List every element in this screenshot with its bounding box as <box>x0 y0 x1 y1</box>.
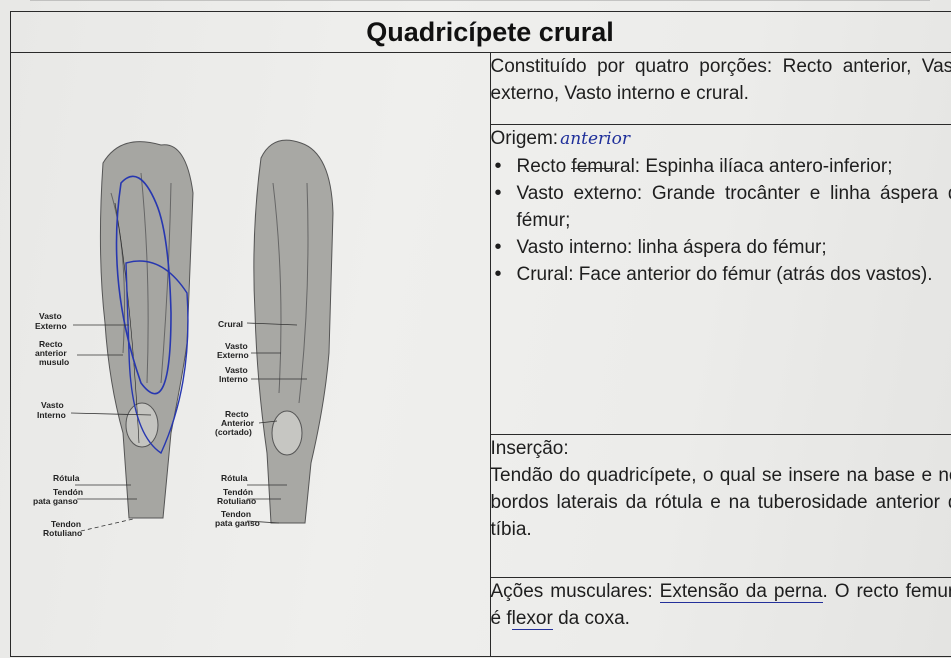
origin-list: Recto femural: Espinha ilíaca antero-inf… <box>491 153 951 288</box>
anatomy-card: Quadricípete crural <box>10 11 951 657</box>
fig-label-left-10: Tendón <box>53 487 83 497</box>
underlined-text: lexor <box>511 608 553 631</box>
fig-label-left-2: Recto <box>39 339 63 349</box>
actions-text: da coxa. <box>552 608 630 630</box>
fig-label-left-4: musulo <box>39 357 69 367</box>
fig-label-right-11: Tendon <box>221 509 251 519</box>
fig-label-right-5: Recto <box>225 409 249 419</box>
quadriceps-illustration: Vasto Externo Recto anterior musulo Vast… <box>33 139 334 538</box>
origin-item: Recto femural: Espinha ilíaca antero-inf… <box>495 153 951 180</box>
fig-label-right-12: pata ganso <box>215 518 260 528</box>
intro-cell: Constituído por quatro porções: Recto an… <box>489 51 951 126</box>
fig-label-right-2: Externo <box>217 350 249 360</box>
origin-label: Origem: <box>490 128 559 150</box>
handwritten-note: anterior <box>560 129 630 150</box>
fig-label-right-7: (cortado) <box>215 427 252 437</box>
muscle-illustration-cell: Vasto Externo Recto anterior musulo Vast… <box>10 52 491 657</box>
actions-text: . O recto femural é f <box>490 581 951 630</box>
origin-heading: Origem:anterior <box>491 125 951 153</box>
insertion-text: Tendão do quadricípete, o qual se insere… <box>490 465 951 541</box>
origin-cell: Origem:anterior Recto femural: Espinha i… <box>489 124 951 436</box>
fig-label-left-8: Interno <box>37 410 66 420</box>
origin-item: Vasto interno: linha áspera do fémur; <box>495 234 951 261</box>
fig-label-left-9: Rótula <box>53 473 80 483</box>
right-leg-drawing <box>253 139 334 524</box>
left-leg-drawing <box>99 141 194 519</box>
fig-label-left-11: pata ganso <box>33 496 78 506</box>
origin-item: Crural: Face anterior do fémur (atrás do… <box>495 261 951 288</box>
origin-item: Vasto externo: Grande trocânter e linha … <box>495 180 951 234</box>
intro-text: Constituído por quatro porções: Recto an… <box>490 56 951 104</box>
insertion-cell: Inserção: Tendão do quadricípete, o qual… <box>489 434 951 579</box>
fig-label-right-8: Rótula <box>221 473 248 483</box>
actions-cell: Ações musculares: Extensão da perna. O r… <box>489 577 951 657</box>
fig-label-right-9: Tendón <box>223 487 253 497</box>
actions-text: Ações musculares: <box>490 581 660 603</box>
fig-label-right-4: Interno <box>219 374 248 384</box>
card-title: Quadricípete crural <box>10 11 951 53</box>
fig-label-left-1: Externo <box>35 321 67 331</box>
underlined-text: Extensão da perna <box>659 581 823 604</box>
top-cut-line <box>30 0 930 5</box>
insertion-label: Inserção: <box>490 438 569 460</box>
fig-label-left-0: Vasto <box>39 311 62 321</box>
fig-label-left-7: Vasto <box>41 400 64 410</box>
fig-label-right-0: Crural <box>218 319 243 329</box>
fig-label-right-3: Vasto <box>225 365 248 375</box>
origin-item-text: ral: Espinha ilíaca antero-inferior; <box>613 156 893 178</box>
fig-label-left-13: Rotuliano <box>43 528 82 538</box>
fig-label-right-1: Vasto <box>225 341 248 351</box>
origin-item-text: Recto <box>516 156 572 178</box>
struck-text: femu <box>571 156 614 178</box>
fig-label-right-6: Anterior <box>221 418 255 428</box>
fig-label-left-12: Tendon <box>51 519 81 529</box>
fig-label-left-3: anterior <box>35 348 67 358</box>
fig-label-right-10: Rotuliano <box>217 496 256 506</box>
